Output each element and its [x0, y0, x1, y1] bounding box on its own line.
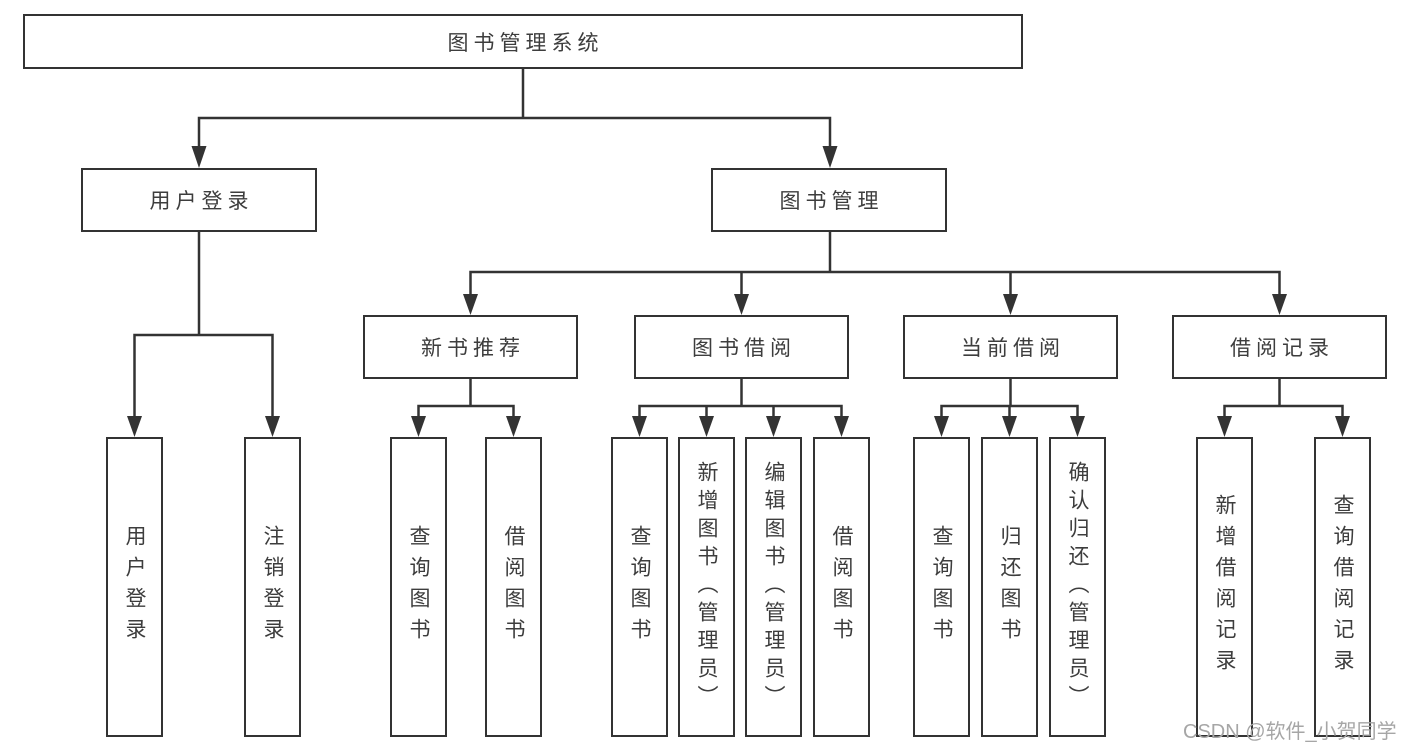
leaf-query-books-borrow-label: 查询图书	[628, 525, 651, 649]
leaf-query-borrow-record-label: 查询借阅记录	[1331, 494, 1354, 680]
arrowhead-leaf-11	[1070, 416, 1085, 437]
node-user-login: 用户登录	[81, 168, 317, 232]
node-current-borrow: 当前借阅	[903, 315, 1118, 379]
arrowhead-leaf-1	[127, 416, 142, 437]
leaf-return-books-label: 归还图书	[998, 525, 1021, 649]
node-borrow-record: 借阅记录	[1172, 315, 1387, 379]
node-book-borrow-label: 图书借阅	[692, 337, 796, 360]
arrowhead-current	[1003, 294, 1018, 315]
arrowhead-leaf-6	[699, 416, 714, 437]
arrowhead-leaf-8	[834, 416, 849, 437]
leaf-confirm-return-admin: 确认归还（管理员）	[1049, 437, 1106, 737]
leaf-query-borrow-record: 查询借阅记录	[1314, 437, 1371, 737]
node-current-borrow-label: 当前借阅	[961, 337, 1065, 360]
arrowhead-leaf-13	[1335, 416, 1350, 437]
arrowhead-leaf-12	[1217, 416, 1232, 437]
leaf-logout: 注销登录	[244, 437, 301, 737]
watermark: CSDN @软件_小贺同学	[1183, 721, 1397, 743]
leaf-borrow-books: 借阅图书	[813, 437, 870, 737]
leaf-add-book-admin-label: 新增图书（管理员）	[695, 461, 718, 713]
leaf-query-books-current: 查询图书	[913, 437, 970, 737]
node-new-book-recommend-label: 新书推荐	[421, 337, 525, 360]
node-borrow-record-label: 借阅记录	[1230, 337, 1334, 360]
leaf-user-login: 用户登录	[106, 437, 163, 737]
leaf-confirm-return-admin-label: 确认归还（管理员）	[1066, 461, 1089, 713]
leaf-query-books-recommend: 查询图书	[390, 437, 447, 737]
node-book-management-label: 图书管理	[779, 190, 884, 213]
leaf-borrow-books-recommend: 借阅图书	[485, 437, 542, 737]
leaf-user-login-label: 用户登录	[123, 525, 146, 649]
arrowhead-user-login	[191, 146, 207, 168]
node-user-login-label: 用户登录	[149, 190, 254, 213]
edge-user-login-split	[133, 333, 274, 419]
node-new-book-recommend: 新书推荐	[363, 315, 578, 379]
arrowhead-record	[1272, 294, 1287, 315]
arrowhead-leaf-9	[934, 416, 949, 437]
node-book-borrow: 图书借阅	[634, 315, 849, 379]
edge-borrow-split	[638, 404, 843, 419]
leaf-edit-book-admin: 编辑图书（管理员）	[745, 437, 802, 737]
arrowhead-book-mgmt	[822, 146, 838, 168]
arrowhead-leaf-5	[632, 416, 647, 437]
arrowhead-leaf-4	[506, 416, 521, 437]
edge-book-mgmt-split	[469, 270, 1281, 297]
arrowhead-leaf-10	[1002, 416, 1017, 437]
node-root-label: 图书管理系统	[447, 31, 604, 55]
leaf-borrow-books-label: 借阅图书	[830, 525, 853, 649]
leaf-borrow-books-recommend-label: 借阅图书	[502, 525, 525, 649]
node-book-management: 图书管理	[711, 168, 947, 232]
arrowhead-recommend	[463, 294, 478, 315]
edge-recommend-split	[417, 404, 515, 419]
leaf-query-books-borrow: 查询图书	[611, 437, 668, 737]
arrowhead-leaf-3	[411, 416, 426, 437]
arrowhead-borrow	[734, 294, 749, 315]
edge-root-split	[197, 116, 832, 150]
arrowhead-leaf-2	[265, 416, 280, 437]
leaf-add-book-admin: 新增图书（管理员）	[678, 437, 735, 737]
leaf-add-borrow-record: 新增借阅记录	[1196, 437, 1253, 737]
leaf-add-borrow-record-label: 新增借阅记录	[1213, 494, 1236, 680]
leaf-query-books-recommend-label: 查询图书	[407, 525, 430, 649]
leaf-return-books: 归还图书	[981, 437, 1038, 737]
leaf-logout-label: 注销登录	[261, 525, 284, 649]
arrowhead-leaf-7	[766, 416, 781, 437]
leaf-edit-book-admin-label: 编辑图书（管理员）	[762, 461, 785, 713]
edge-record-split	[1223, 404, 1344, 419]
leaf-query-books-current-label: 查询图书	[930, 525, 953, 649]
node-root: 图书管理系统	[23, 14, 1023, 69]
